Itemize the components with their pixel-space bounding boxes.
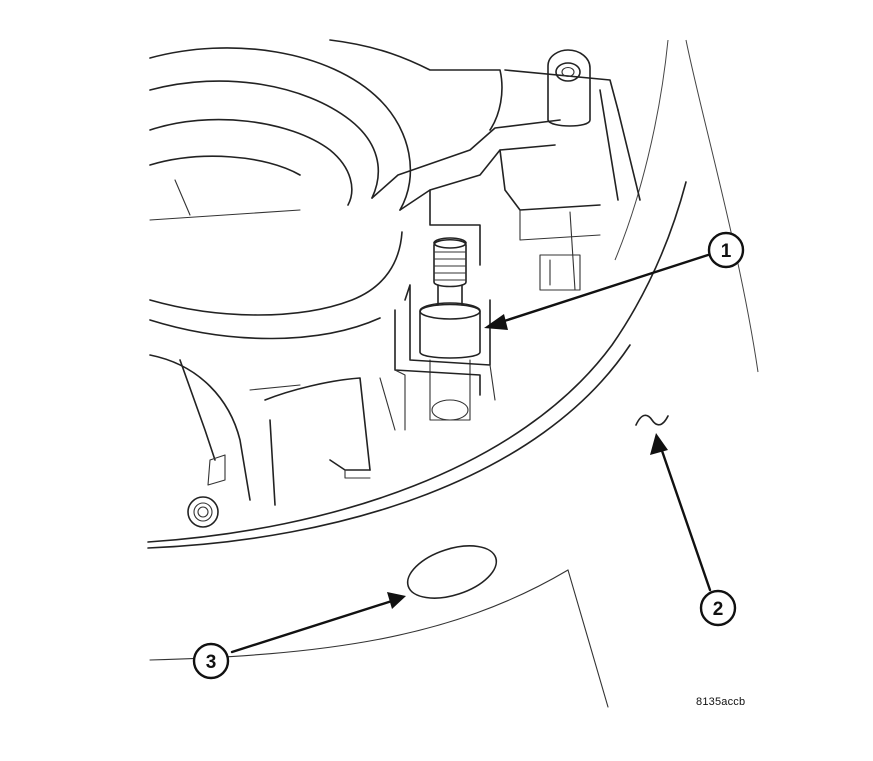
figure-id: 8135accb [696, 696, 746, 708]
callout-2-label: 2 [713, 599, 724, 620]
mounting-boss [547, 49, 591, 127]
lower-panel [149, 569, 609, 708]
inner-pocket [149, 354, 396, 506]
stud-bracket [394, 284, 496, 431]
callout-1: 1 [707, 231, 745, 269]
callout-1-label: 1 [721, 241, 732, 262]
leader-arrows [230, 253, 712, 654]
tilde-mark [635, 414, 669, 426]
callout-2: 2 [699, 589, 737, 627]
housing-ribs [329, 39, 641, 291]
oval-plug [406, 545, 498, 599]
housing-cover [147, 39, 759, 549]
bore-housing [149, 47, 412, 340]
callout-3-label: 3 [206, 652, 217, 673]
threaded-stud [419, 237, 481, 421]
threaded-hole [187, 496, 219, 528]
callout-3: 3 [192, 642, 230, 680]
